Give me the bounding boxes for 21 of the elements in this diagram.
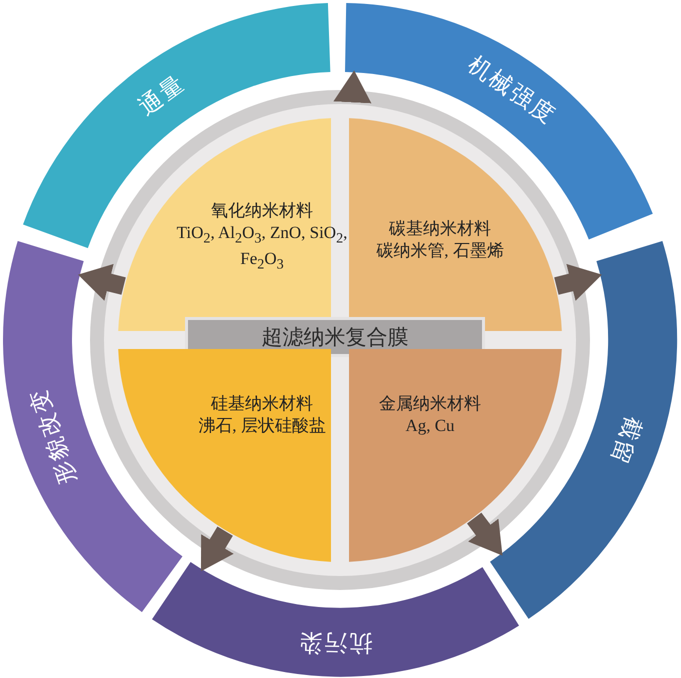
arrow xyxy=(76,264,126,301)
quadrant-sector xyxy=(118,349,331,562)
quadrant-sector xyxy=(349,349,562,562)
segment-label: 截留 xyxy=(604,412,647,470)
material-examples: 沸石, 层状硅酸盐 xyxy=(197,415,327,438)
material-title: 氧化纳米材料 xyxy=(210,200,314,222)
arrow xyxy=(333,70,372,104)
ring-segment xyxy=(344,3,652,240)
segment-label: 机械强度 xyxy=(462,50,561,131)
material-examples: 碳纳米管, 石墨烯 xyxy=(375,240,505,262)
material-title: 金属纳米材料 xyxy=(378,393,482,415)
material-title: 碳基纳米材料 xyxy=(388,218,492,240)
segment-label: 通量 xyxy=(133,69,190,122)
ring-segment xyxy=(152,562,519,677)
ring-segment xyxy=(3,241,182,613)
segment-label: 形貌改变 xyxy=(24,384,82,488)
material-title: 硅基纳米材料 xyxy=(210,393,314,415)
arrow xyxy=(554,264,604,301)
material-examples: Ag, Cu xyxy=(404,415,456,438)
material-examples: TiO$_{2}$, Al$_{2}$O$_{3}$, ZnO, SiO$_{2}$, Fe$_{2}$O$_{3}$ xyxy=(176,222,348,274)
segment-label: 抗污染 xyxy=(296,628,372,658)
